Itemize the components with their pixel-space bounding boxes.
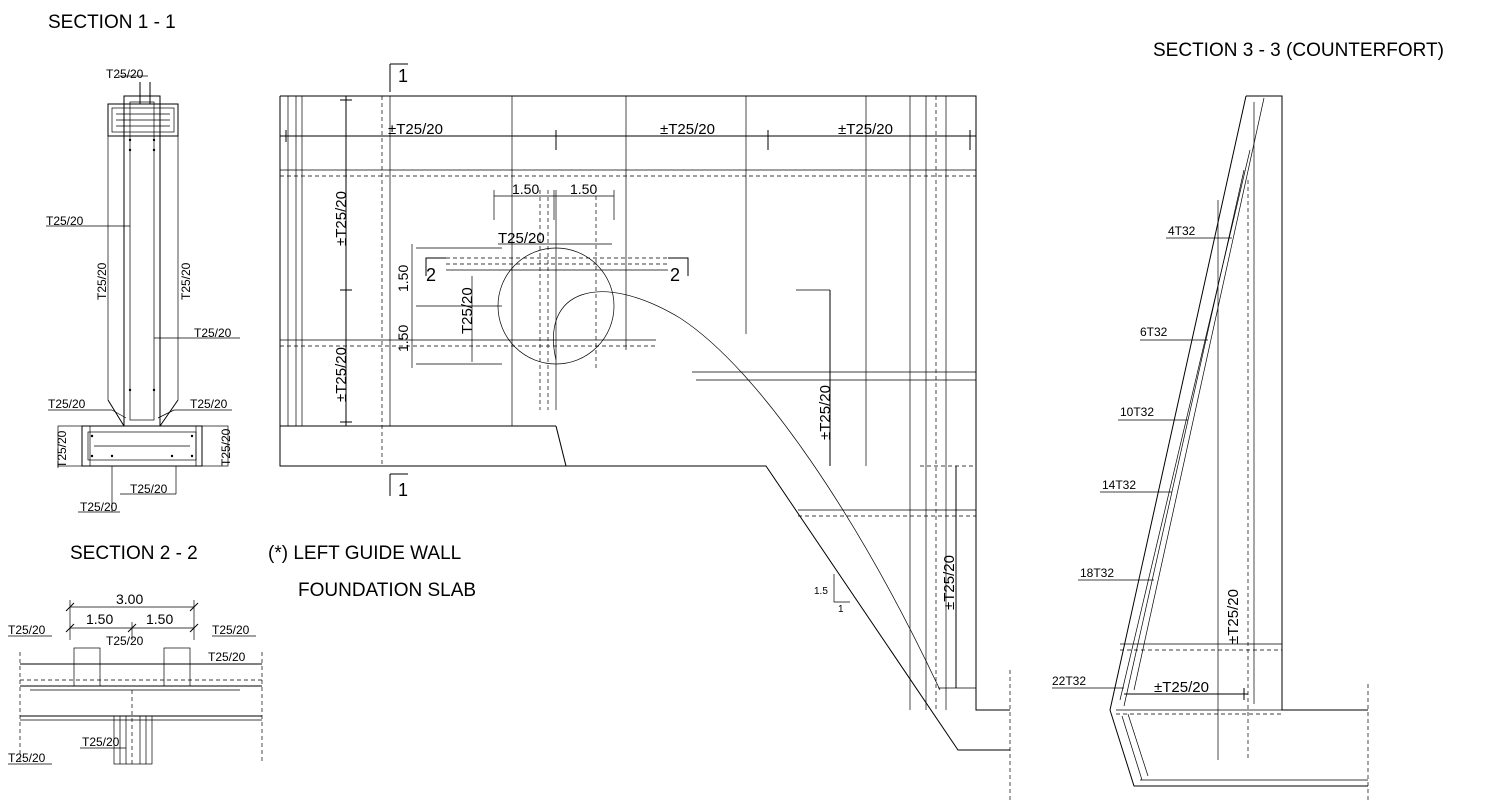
s11-label-bottom: T25/20 [130, 482, 168, 496]
plan-detail-v: T25/20 [459, 287, 476, 334]
s33-horiz: ±T25/20 [1154, 679, 1209, 696]
s22-label-tl: T25/20 [8, 623, 46, 637]
s11-label-top: T25/20 [106, 67, 144, 81]
s11-label-vert-right: T25/20 [179, 262, 193, 300]
plan-dim-h1: 1.50 [512, 181, 539, 197]
plan-cut-2-right: 2 [670, 265, 680, 285]
s11-label-haunch-left: T25/20 [48, 397, 86, 411]
s22-label-tr: T25/20 [212, 623, 250, 637]
plan-cut-2-left: 2 [426, 265, 436, 285]
s11-label-left: T25/20 [46, 214, 84, 228]
s33-bar-6: 22T32 [1052, 674, 1086, 688]
s22-label-mid: T25/20 [106, 634, 144, 648]
section-2-2-drawing: 3.00 1.50 1.50 T25/20 T25/20 T25/20 T25/… [8, 591, 263, 765]
s22-label-bottom: T25/20 [82, 735, 120, 749]
s33-bar-5: 18T32 [1080, 566, 1114, 580]
s22-dim-left: 1.50 [86, 611, 113, 627]
title-section-1-1: SECTION 1 - 1 [48, 12, 176, 33]
s11-label-foot-left: T25/20 [55, 430, 69, 468]
s11-label-foot-right: T25/20 [219, 428, 233, 466]
title-plan-line1: (*) LEFT GUIDE WALL [268, 543, 461, 564]
s11-label-haunch-right: T25/20 [190, 397, 228, 411]
plan-right-vert: ±T25/20 [941, 555, 958, 610]
plan-top-rebar-1: ±T25/20 [388, 121, 443, 138]
section-1-1-rebar-dots [90, 138, 194, 458]
plan-dim-v2: 1.50 [395, 325, 411, 352]
title-section-2-2: SECTION 2 - 2 [70, 543, 198, 564]
s33-bar-4: 14T32 [1102, 478, 1136, 492]
plan-dim-h2: 1.50 [570, 181, 597, 197]
plan-slope: 1.5 [814, 586, 828, 597]
plan-top-rebar-2: ±T25/20 [660, 121, 715, 138]
s33-bar-1: 4T32 [1168, 224, 1196, 238]
plan-left-vert-lower: ±T25/20 [333, 347, 350, 402]
plan-mid-vert: ±T25/20 [817, 385, 834, 440]
plan-slope-base: 1 [838, 604, 844, 615]
plan-dim-v1: 1.50 [395, 265, 411, 292]
plan-cut-1-top: 1 [398, 66, 408, 86]
detail-circle [497, 247, 615, 365]
plan-cut-1-bottom: 1 [398, 480, 408, 500]
plan-left-vert-upper: ±T25/20 [333, 191, 350, 246]
s22-label-bl: T25/20 [8, 751, 46, 765]
s22-label-right: T25/20 [208, 650, 246, 664]
s22-dim-total: 3.00 [116, 591, 143, 607]
s33-bar-3: 10T32 [1120, 405, 1154, 419]
s33-bar-2: 6T32 [1140, 325, 1168, 339]
s11-label-vert-left: T25/20 [95, 262, 109, 300]
title-section-3-3: SECTION 3 - 3 (COUNTERFORT) [1153, 40, 1444, 61]
s33-vert: ±T25/20 [1225, 589, 1242, 644]
s22-dim-right: 1.50 [146, 611, 173, 627]
plan-top-rebar-3: ±T25/20 [838, 121, 893, 138]
plan-drawing: ±T25/20 ±T25/20 ±T25/20 ±T25/20 ±T25/20 … [279, 63, 1011, 800]
title-plan-line2: FOUNDATION SLAB [298, 580, 476, 601]
s11-label-right: T25/20 [194, 326, 232, 340]
section-1-1-drawing: T25/20 T25/20 T25/20 T25/20 T25/20 T25/2… [46, 67, 240, 514]
s11-label-bottom2: T25/20 [80, 500, 118, 514]
section-3-3-drawing: ±T25/20 ±T25/20 4T32 6T32 10T32 14T32 18… [1052, 95, 1369, 800]
plan-detail-h: T25/20 [498, 230, 545, 247]
